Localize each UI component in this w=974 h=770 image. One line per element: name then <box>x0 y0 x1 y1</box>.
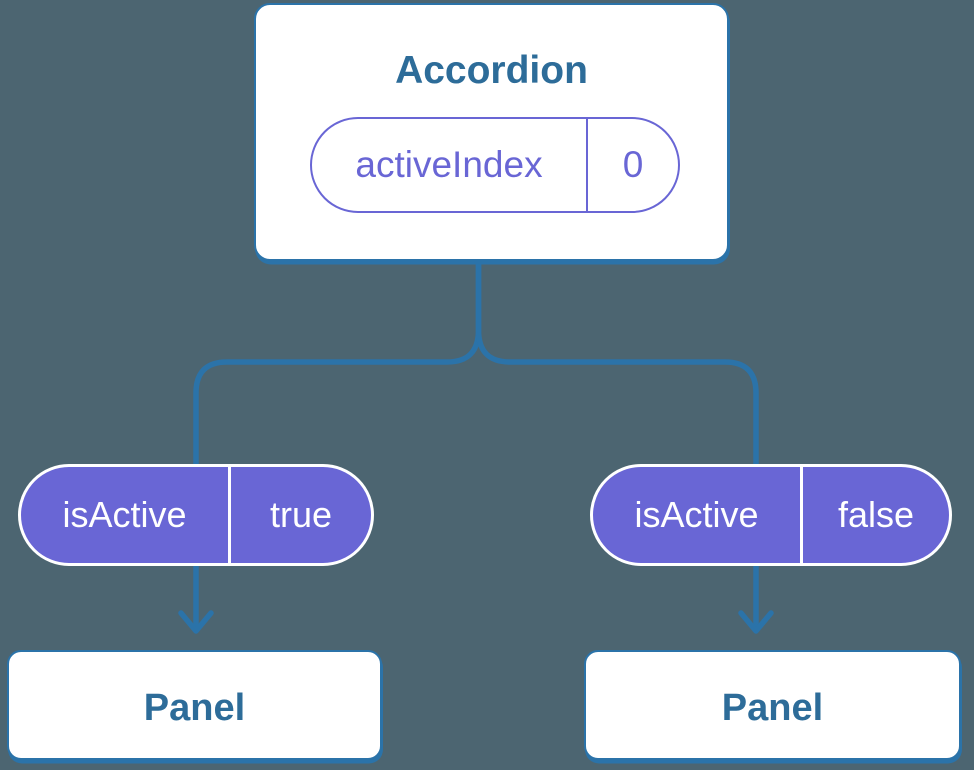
arrow-down-right-icon <box>738 563 774 634</box>
state-name: activeIndex <box>312 119 588 211</box>
prop-value: false <box>837 494 915 535</box>
state-pill: activeIndex 0 <box>310 117 680 213</box>
connector-right-branch <box>475 259 759 508</box>
panel-box-right: Panel <box>584 650 961 760</box>
component-title: Accordion <box>395 49 588 92</box>
state-value: 0 <box>622 144 644 185</box>
arrow-down-left-icon <box>178 563 214 634</box>
panel-label: Panel <box>721 686 824 729</box>
prop-pill-left: isActive true <box>18 464 374 566</box>
panel-label: Panel <box>143 686 246 729</box>
prop-value: true <box>269 494 333 535</box>
connector-left-branch <box>193 259 482 508</box>
prop-pill-right: isActive false <box>590 464 952 566</box>
accordion-component-box: Accordion activeIndex 0 <box>254 3 729 261</box>
prop-name: isActive <box>593 467 803 563</box>
panel-box-left: Panel <box>7 650 382 760</box>
prop-name: isActive <box>21 467 231 563</box>
